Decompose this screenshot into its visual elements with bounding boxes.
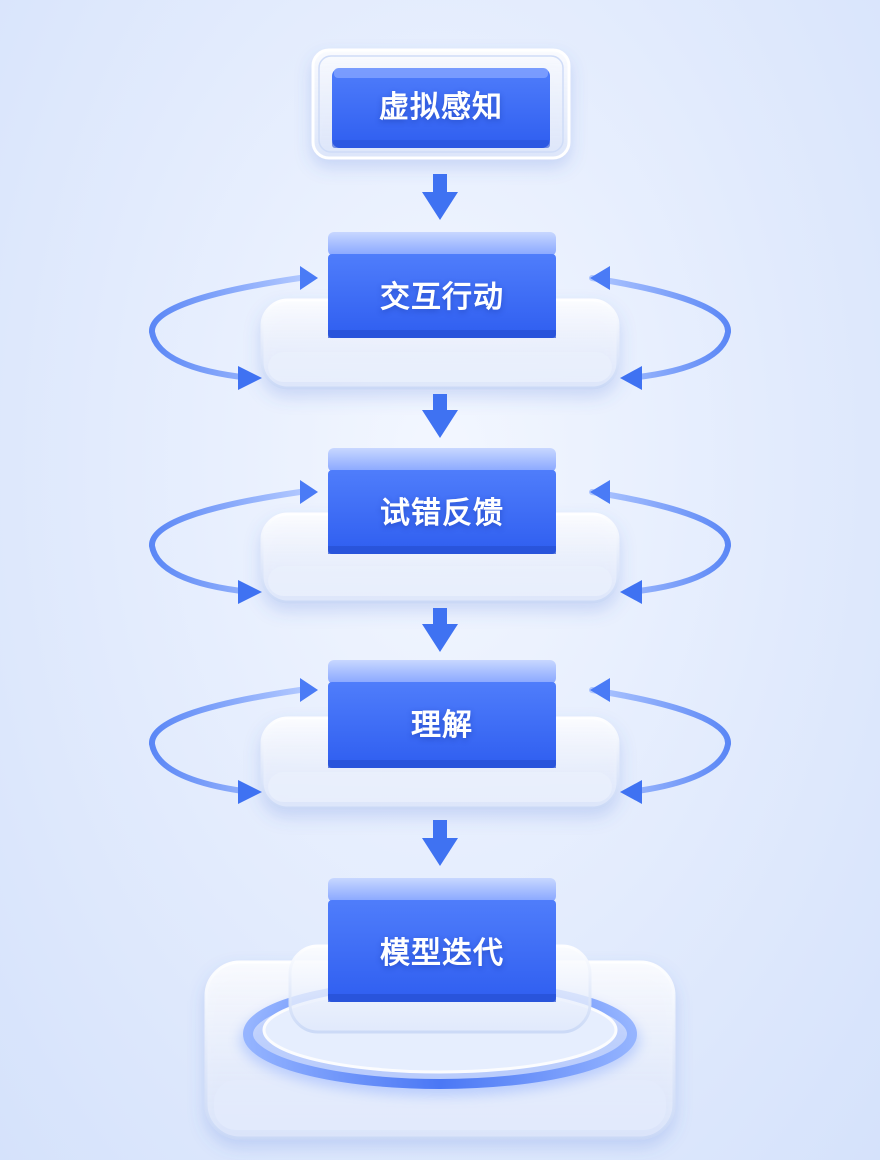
step-2-label: 交互行动 <box>380 280 504 315</box>
step-5-label: 模型迭代 <box>380 936 504 971</box>
step-2-node <box>149 232 731 390</box>
step-3-label: 试错反馈 <box>380 496 504 531</box>
down-arrow-1 <box>422 174 458 220</box>
step-1-node <box>311 48 571 160</box>
step-1-label: 虚拟感知 <box>379 90 503 125</box>
step-5-node <box>204 878 676 1140</box>
down-arrow-2 <box>422 394 458 438</box>
step-3-node <box>149 448 731 604</box>
down-arrow-4 <box>422 820 458 866</box>
down-arrow-3 <box>422 608 458 652</box>
step-4-node <box>149 660 731 810</box>
step-4-label: 理解 <box>411 708 473 743</box>
